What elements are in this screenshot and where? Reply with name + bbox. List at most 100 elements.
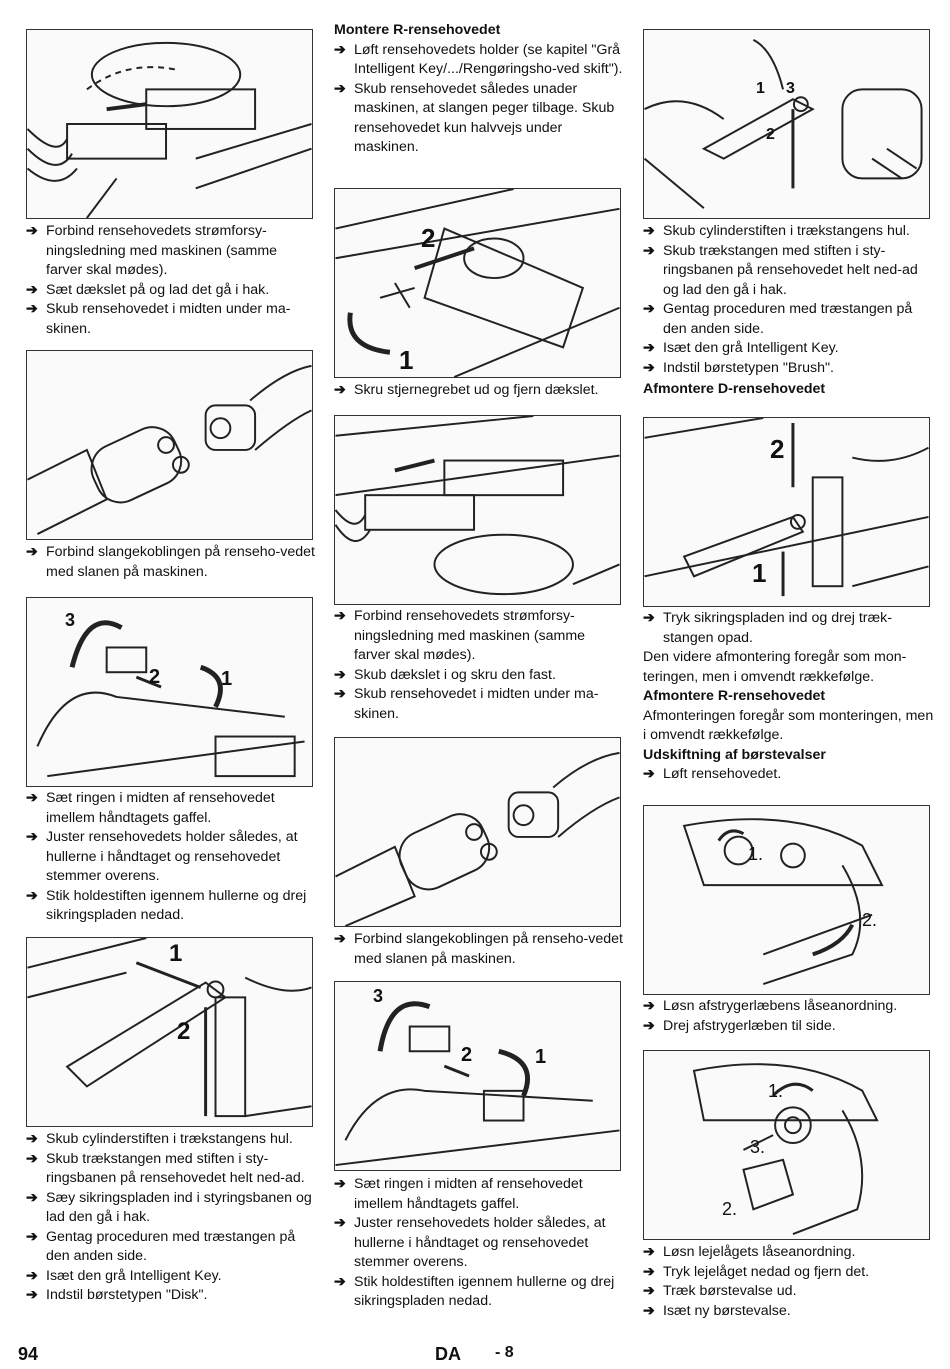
section-heading: Afmontere D-rensehovedet xyxy=(643,381,826,397)
language-code: DA xyxy=(435,1344,461,1364)
step: ➔Stik holdestiften igennem hullerne og d… xyxy=(26,887,307,924)
figure-connector-r xyxy=(334,415,621,605)
label-1: 1 xyxy=(399,345,414,375)
arrow-icon: ➔ xyxy=(334,382,346,398)
step: ➔Skub cylinderstiften i trækstangens hul… xyxy=(643,222,933,242)
label-1: 1 xyxy=(535,1046,547,1068)
arrow-icon: ➔ xyxy=(26,1228,38,1245)
step: ➔Træk børstevalse ud. xyxy=(643,1282,938,1302)
arrow-icon: ➔ xyxy=(643,301,655,317)
step: ➔Skub dækslet i og skru den fast. xyxy=(334,666,624,686)
arrow-icon: ➔ xyxy=(26,1150,38,1167)
col3-steps-f: ➔Løsn lejelågets låseanordning. ➔Tryk le… xyxy=(643,1243,938,1321)
step: ➔Skub rensehovedet således unader maskin… xyxy=(334,80,615,156)
step: ➔Gentag proceduren med træstangen på den… xyxy=(26,1228,296,1265)
arrow-icon: ➔ xyxy=(643,1283,655,1299)
arrow-icon: ➔ xyxy=(643,359,655,376)
step: ➔Sæt dækslet på og lad det gå i hak. xyxy=(26,281,316,301)
arrow-icon: ➔ xyxy=(334,686,346,702)
step: ➔Forbind slangekoblingen på renseho-vede… xyxy=(26,544,315,580)
step: ➔Indstil børstetypen "Brush". xyxy=(643,359,933,379)
paragraph: Afmonteringen foregår som monteringen, m… xyxy=(643,707,934,744)
arrow-icon: ➔ xyxy=(643,242,655,259)
arrow-icon: ➔ xyxy=(26,301,38,317)
label-2: 2 xyxy=(149,666,161,688)
label-1: 1 xyxy=(752,558,767,588)
step: ➔Forbind slangekoblingen på renseho-vede… xyxy=(334,931,623,967)
step: ➔Skub trækstangen med stiften i sty-ring… xyxy=(26,1150,305,1187)
arrow-icon: ➔ xyxy=(334,608,346,624)
arrow-icon: ➔ xyxy=(334,80,346,97)
arrow-icon: ➔ xyxy=(643,766,655,782)
section-number: - 8 xyxy=(495,1344,514,1361)
step: ➔Tryk lejelåget nedad og fjern det. xyxy=(643,1263,938,1283)
arrow-icon: ➔ xyxy=(643,1302,655,1319)
label-2: 2 xyxy=(421,223,436,253)
col2-steps-b: ➔Skru stjernegrebet ud og fjern dækslet. xyxy=(334,381,629,401)
step: ➔Skub cylinderstiften i trækstangens hul… xyxy=(26,1130,316,1150)
arrow-icon: ➔ xyxy=(643,223,655,239)
col1-steps-b: ➔Forbind slangekoblingen på renseho-vede… xyxy=(26,543,316,582)
col1-steps-d: ➔Skub cylinderstiften i trækstangens hul… xyxy=(26,1130,316,1306)
arrow-icon: ➔ xyxy=(643,610,655,626)
page-number: 94 xyxy=(18,1344,39,1364)
col3-steps-e: ➔Løsn afstrygerlæbens låseanordning. ➔Dr… xyxy=(643,997,938,1036)
arrow-icon: ➔ xyxy=(26,1267,38,1284)
step: ➔Juster rensehovedets holder således, at… xyxy=(26,829,298,884)
label-2: 2 xyxy=(766,126,775,143)
arrow-icon: ➔ xyxy=(334,931,346,947)
step: ➔Skub rensehovedet i midten under ma-ski… xyxy=(334,686,599,722)
col1-steps-c: ➔Sæt ringen i midten af rensehovedet ime… xyxy=(26,789,316,926)
figure-pull-rod: 1 2 xyxy=(26,937,313,1127)
arrow-icon: ➔ xyxy=(26,1131,38,1147)
label-1: 1 xyxy=(756,80,765,97)
arrow-icon: ➔ xyxy=(26,1189,38,1206)
step: ➔Forbind rensehovedets strømforsy-ningsl… xyxy=(26,223,278,278)
col3-section-b: ➔Tryk sikringspladen ind og drej træk-st… xyxy=(643,609,938,785)
col2-steps-d: ➔Forbind slangekoblingen på renseho-vede… xyxy=(334,930,624,969)
section-heading: Montere R-rensehovedet xyxy=(334,22,501,38)
step: ➔Sæt ringen i midten af rensehovedet ime… xyxy=(334,1176,583,1212)
step: ➔Isæt den grå Intelligent Key. xyxy=(643,339,933,359)
arrow-icon: ➔ xyxy=(26,544,38,560)
label-1: 1. xyxy=(768,1081,784,1101)
step: ➔Drej afstrygerlæben til side. xyxy=(643,1017,938,1037)
step: ➔Skub trækstangen med stiften i sty-ring… xyxy=(643,242,918,298)
figure-holder-ring-r: 3 2 1 xyxy=(334,981,621,1171)
col3-steps-a: ➔Skub cylinderstiften i trækstangens hul… xyxy=(643,222,933,400)
col2-section-a: Montere R-rensehovedet ➔Løft rensehovede… xyxy=(334,21,624,158)
step: ➔Skru stjernegrebet ud og fjern dækslet. xyxy=(334,381,629,401)
label-3: 3 xyxy=(373,986,384,1006)
label-1: 1 xyxy=(221,668,233,690)
step: ➔Løft rensehovedets holder (se kapitel "… xyxy=(334,41,623,78)
step: ➔Stik holdestiften igennem hullerne og d… xyxy=(334,1273,615,1310)
figure-hose-coupling-r xyxy=(334,737,621,927)
step: ➔Skub rensehovedet i midten under ma-ski… xyxy=(26,301,291,337)
step: ➔Isæt den grå Intelligent Key. xyxy=(26,1267,316,1287)
step: ➔Løft rensehovedet. xyxy=(643,765,938,785)
step: ➔Gentag proceduren med træstangen på den… xyxy=(643,301,913,337)
arrow-icon: ➔ xyxy=(26,887,38,904)
arrow-icon: ➔ xyxy=(643,340,655,356)
figure-brush-roller: 1. 3. 2. xyxy=(643,1050,930,1240)
arrow-icon: ➔ xyxy=(334,1273,346,1290)
step: ➔Løsn afstrygerlæbens låseanordning. xyxy=(643,997,938,1017)
step: ➔Forbind rensehovedets strømforsy-ningsl… xyxy=(334,608,586,663)
label-2: 2 xyxy=(177,1018,191,1045)
figure-remove-d-head: 2 1 xyxy=(643,417,930,607)
figure-squeegee: 1. 2. xyxy=(643,805,930,995)
col2-steps-c: ➔Forbind rensehovedets strømforsy-ningsl… xyxy=(334,607,624,724)
figure-holder-ring: 3 2 1 xyxy=(26,597,313,787)
arrow-icon: ➔ xyxy=(643,998,655,1014)
label-2: 2 xyxy=(461,1044,473,1066)
step: ➔Indstil børstetypen "Disk". xyxy=(26,1286,316,1306)
col1-steps-a: ➔Forbind rensehovedets strømforsy-ningsl… xyxy=(26,222,316,339)
step: ➔Tryk sikringspladen ind og drej træk-st… xyxy=(643,610,892,646)
figure-cover-removal: 2 1 xyxy=(334,188,621,378)
label-1: 1 xyxy=(169,940,183,967)
label-3: 3 xyxy=(65,610,76,630)
figure-hose-coupling xyxy=(26,350,313,540)
step: ➔Isæt ny børstevalse. xyxy=(643,1302,938,1322)
label-2: 2. xyxy=(722,1199,738,1219)
arrow-icon: ➔ xyxy=(26,223,38,239)
